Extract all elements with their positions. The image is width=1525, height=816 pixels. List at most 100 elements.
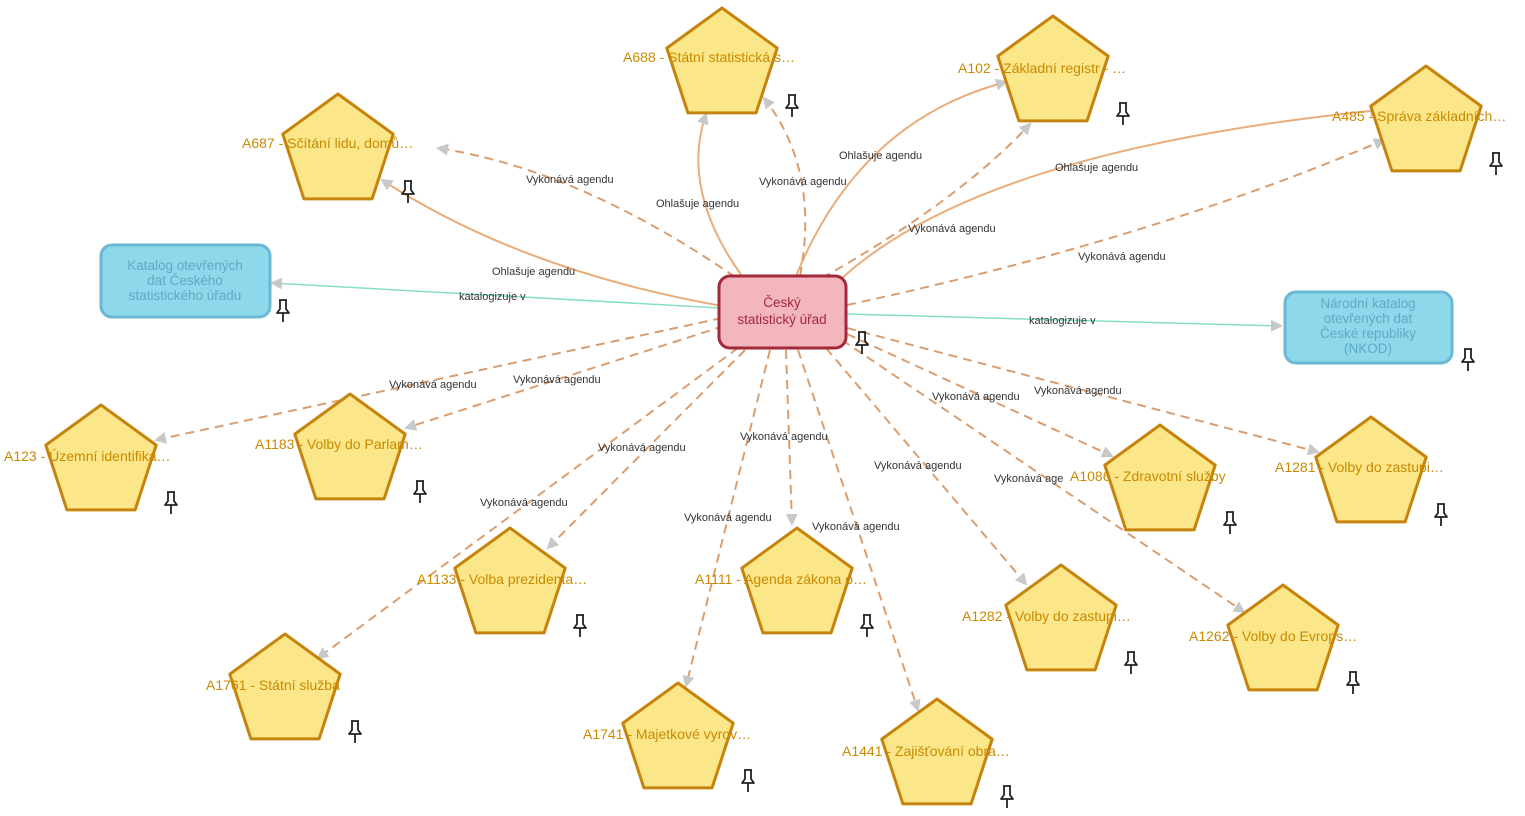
pin-icon-a1441[interactable] — [1000, 785, 1014, 809]
agenda-label-a1761: A1761 - Státní služba — [206, 677, 340, 693]
center-label-line2: statistický úřad — [737, 312, 826, 327]
pin-icon-a1086[interactable] — [1223, 511, 1237, 535]
pin-icon-a1133[interactable] — [573, 614, 587, 638]
edge-label-announces-a102: Ohlašuje agendu — [839, 150, 922, 162]
edges-layer — [154, 78, 1386, 712]
edge-performs-a1741[interactable] — [682, 349, 771, 688]
edge-performs-a687[interactable] — [436, 143, 736, 278]
agenda-label-a1441: A1441 - Zajišťování obra… — [842, 743, 1010, 759]
edge-performs-a1133[interactable] — [546, 349, 746, 550]
edge-performs-a688[interactable] — [762, 96, 807, 277]
edge-label-performs-a1262: Vykonává age — [994, 473, 1063, 485]
edge-label-performs-a1761: Vykonává agendu — [480, 497, 568, 509]
catalog-right-label-line2: otevřených dat — [1324, 311, 1413, 326]
edge-performs-a1761[interactable] — [316, 347, 739, 660]
agenda-node-a1183[interactable] — [293, 392, 407, 501]
agenda-label-a123: A123 - Územní identifika… — [4, 448, 171, 464]
edge-performs-a1282[interactable] — [825, 347, 1028, 586]
pin-icon-a688[interactable] — [785, 94, 799, 118]
edge-performs-a1086[interactable] — [846, 333, 1114, 458]
edge-announces-a485[interactable] — [839, 105, 1382, 281]
edge-label-catalog-left: katalogizuje v — [459, 291, 526, 303]
pin-icon-a1183[interactable] — [413, 480, 427, 504]
agenda-node-a687[interactable] — [281, 92, 395, 201]
edge-label-performs-a1183: Vykonává agendu — [513, 374, 601, 386]
edge-label-performs-a123: Vykonává agendu — [389, 379, 477, 391]
center-node-czso[interactable]: Český statistický úřad — [717, 274, 848, 350]
agenda-node-a1441[interactable] — [880, 697, 994, 806]
edge-label-announces-a687: Ohlašuje agendu — [492, 266, 575, 278]
edge-catalog-left[interactable] — [270, 277, 721, 309]
edge-catalog-right[interactable] — [845, 313, 1283, 332]
edge-announces-a688[interactable] — [697, 112, 743, 277]
edge-label-performs-a1741: Vykonává agendu — [684, 512, 772, 524]
pin-icon-a1111[interactable] — [860, 614, 874, 638]
agenda-node-a123[interactable] — [44, 403, 158, 512]
agenda-node-a688[interactable] — [665, 6, 779, 115]
agenda-node-a1111[interactable] — [740, 526, 854, 635]
edge-label-performs-a1281: Vykonává agendu — [1034, 385, 1122, 397]
edge-label-performs-a688: Vykonává agendu — [759, 176, 847, 188]
pin-icon-a1281[interactable] — [1434, 503, 1448, 527]
agenda-nodes-layer — [44, 6, 1483, 806]
pin-icon-a102[interactable] — [1116, 102, 1130, 126]
pin-icon-a1761[interactable] — [348, 720, 362, 744]
edge-label-performs-a485: Vykonává agendu — [1078, 251, 1166, 263]
catalog-node-right[interactable]: Národní katalog otevřených dat České rep… — [1283, 290, 1454, 365]
edge-label-performs-a102: Vykonává agendu — [908, 223, 996, 235]
edge-announces-a102[interactable] — [795, 78, 1008, 277]
edge-label-performs-a1441: Vykonává agendu — [812, 521, 900, 533]
catalog-left-label-line2: dat Českého — [147, 273, 223, 288]
agenda-label-a1133: A1133 - Volba prezidenta… — [417, 571, 587, 587]
edge-label-performs-a1282: Vykonává agendu — [874, 460, 962, 472]
edge-performs-a123[interactable] — [154, 317, 723, 444]
center-label-line1: Český — [763, 295, 801, 310]
edge-announces-a687[interactable] — [380, 178, 723, 307]
agenda-node-a1281[interactable] — [1314, 415, 1428, 524]
catalog-left-label-line1: Katalog otevřených — [127, 258, 243, 273]
agenda-label-a102: A102 - Základní registr - … — [958, 60, 1126, 76]
pin-icon-a1282[interactable] — [1124, 651, 1138, 675]
agenda-label-a1282: A1282 - Volby do zastupi… — [962, 608, 1131, 624]
agenda-label-a688: A688 - Státní statistická s… — [623, 49, 795, 65]
agenda-label-a1741: A1741 - Majetkové vyrov… — [583, 726, 751, 742]
catalog-right-label-line3: České republiky — [1320, 326, 1416, 341]
agenda-node-a1133[interactable] — [453, 526, 567, 635]
pin-icon-a1741[interactable] — [741, 769, 755, 793]
agenda-label-a1281: A1281 - Volby do zastupi… — [1275, 459, 1444, 475]
edge-performs-a1262[interactable] — [841, 339, 1246, 614]
pin-icon-catalog-right[interactable] — [1461, 348, 1475, 372]
catalog-node-left[interactable]: Katalog otevřených dat Českého statistic… — [99, 243, 272, 319]
catalog-left-label-line3: statistického úřadu — [129, 288, 242, 303]
agenda-label-a485: A485 - Správa základních… — [1332, 108, 1506, 124]
agenda-node-a1262[interactable] — [1226, 583, 1340, 692]
agenda-node-a1086[interactable] — [1103, 423, 1217, 532]
edge-label-performs-a1133: Vykonává agendu — [598, 442, 686, 454]
agenda-node-a1741[interactable] — [621, 681, 735, 790]
pin-icon-a123[interactable] — [164, 491, 178, 515]
agenda-label-a1183: A1183 - Volby do Parlam… — [255, 436, 423, 452]
agenda-labels-layer: A688 - Státní statistická s… A102 - Zákla… — [4, 49, 1506, 759]
edge-performs-a1183[interactable] — [404, 325, 725, 431]
edge-performs-a1441[interactable] — [797, 349, 921, 712]
edge-labels-layer: Ohlašuje agendu Vykonává agendu Ohlašuje… — [389, 150, 1166, 533]
agenda-label-a1086: A1086 - Zdravotní služby — [1070, 468, 1226, 484]
edge-label-performs-a1086: Vykonává agendu — [932, 391, 1020, 403]
agenda-label-a1111: A1111 - Agenda zákona o… — [695, 571, 867, 587]
agenda-node-a102[interactable] — [996, 14, 1110, 123]
pin-icon-a485[interactable] — [1489, 152, 1503, 176]
pin-icon-a1262[interactable] — [1346, 671, 1360, 695]
edge-performs-a102[interactable] — [821, 122, 1032, 279]
agenda-node-a485[interactable] — [1369, 64, 1483, 173]
edge-label-performs-a687: Vykonává agendu — [526, 174, 614, 186]
agenda-label-a1262: A1262 - Volby do Evrops… — [1189, 628, 1357, 644]
agenda-node-a1761[interactable] — [228, 632, 342, 741]
edge-label-announces-a688: Ohlašuje agendu — [656, 198, 739, 210]
catalog-right-label-line4: (NKOD) — [1344, 341, 1392, 356]
edge-performs-a1281[interactable] — [846, 327, 1320, 456]
edge-label-performs-a1111: Vykonává agendu — [740, 431, 828, 443]
agenda-node-a1282[interactable] — [1004, 563, 1118, 672]
edge-label-announces-a485: Ohlašuje agendu — [1055, 162, 1138, 174]
pin-icon-catalog-left[interactable] — [276, 299, 290, 323]
